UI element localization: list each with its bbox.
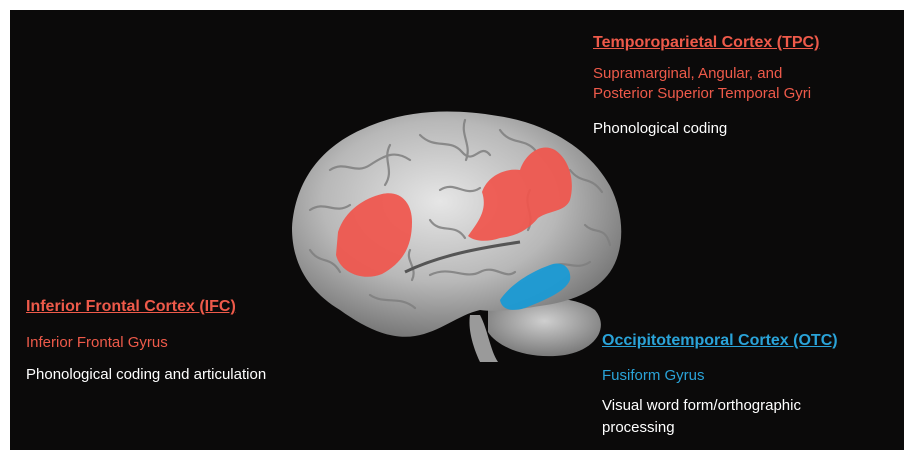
tpc-subtitle-line1: Supramarginal, Angular, and xyxy=(593,64,782,84)
tpc-function: Phonological coding xyxy=(593,118,727,140)
ifc-function: Phonological coding and articulation xyxy=(26,364,266,386)
ifc-subtitle: Inferior Frontal Gyrus xyxy=(26,333,168,353)
tpc-title: Temporoparietal Cortex (TPC) xyxy=(593,34,819,52)
otc-function-line2: processing xyxy=(602,417,675,439)
otc-subtitle: Fusiform Gyrus xyxy=(602,366,705,386)
diagram-panel: Temporoparietal Cortex (TPC) Supramargin… xyxy=(10,10,904,450)
ifc-title: Inferior Frontal Cortex (IFC) xyxy=(26,298,236,316)
otc-function-line1: Visual word form/orthographic xyxy=(602,395,801,417)
tpc-subtitle-line2: Posterior Superior Temporal Gyri xyxy=(593,84,811,104)
otc-title: Occipitotemporal Cortex (OTC) xyxy=(602,332,838,350)
